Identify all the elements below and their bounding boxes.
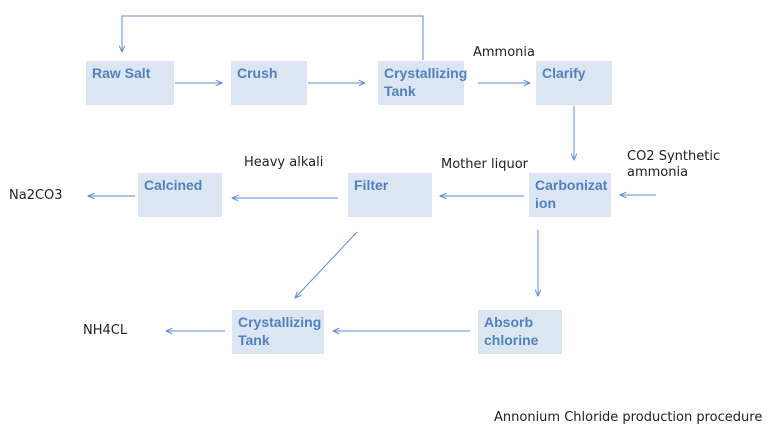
- label-nh4cl: NH4CL: [83, 323, 128, 338]
- label-co2-synthetic-ammonia: CO2 Synthetic ammonia: [627, 149, 721, 180]
- node-carbonization: Carbonization: [529, 173, 611, 217]
- node-crystallizing-tank-top: Crystallizing Tank: [378, 61, 467, 105]
- arrow-tank-loop-to-raw-salt: [122, 15, 424, 60]
- node-calcined: Calcined: [138, 173, 222, 217]
- node-clarify: Clarify: [536, 61, 612, 105]
- label-na2co3: Na2CO3: [9, 188, 63, 203]
- label-heavy-alkali: Heavy alkali: [244, 155, 324, 170]
- node-absorb-chlorine: Absorb chlorine: [478, 310, 562, 354]
- arrow-filter-to-bottom-tank: [295, 231, 358, 298]
- label-ammonia: Ammonia: [473, 45, 535, 60]
- label-mother-liquor: Mother liquor: [441, 157, 528, 172]
- node-raw-salt: Raw Salt: [86, 61, 174, 105]
- diagram-caption: Annonium Chloride production procedure: [494, 410, 763, 425]
- node-crush: Crush: [231, 61, 307, 105]
- node-crystallizing-tank-bottom: Crystallizing Tank: [232, 310, 324, 354]
- node-filter: Filter: [348, 173, 432, 217]
